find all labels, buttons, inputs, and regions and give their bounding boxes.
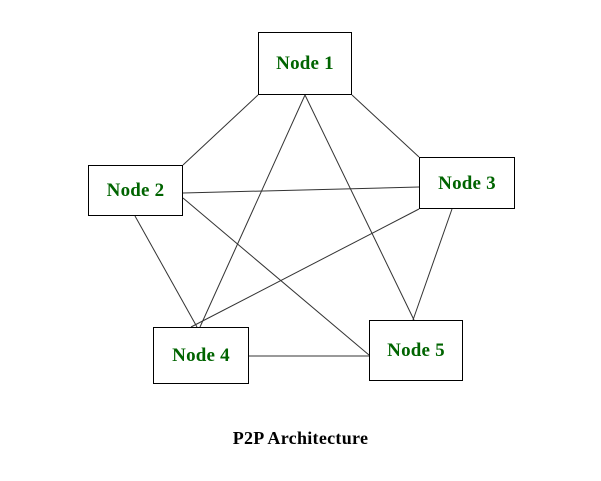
node-label: Node 1 — [276, 53, 334, 74]
edge-node-3-node-5 — [412, 208, 453, 321]
edge-node-2-node-5 — [182, 197, 370, 356]
node-box-node-5[interactable]: Node 5 — [369, 320, 463, 381]
node-label: Node 2 — [106, 180, 165, 201]
edge-node-2-node-4 — [134, 215, 198, 328]
edge-node-1-node-2 — [182, 94, 259, 166]
node-label: Node 4 — [172, 345, 230, 366]
node-box-node-1[interactable]: Node 1 — [258, 32, 352, 95]
edge-node-1-node-3 — [351, 94, 420, 158]
edge-node-2-node-3 — [182, 186, 420, 194]
edge-node-1-node-4 — [199, 94, 306, 328]
diagram-caption: P2P Architecture — [232, 428, 369, 448]
node-box-node-3[interactable]: Node 3 — [419, 157, 515, 209]
node-box-node-2[interactable]: Node 2 — [88, 165, 183, 216]
node-box-node-4[interactable]: Node 4 — [153, 327, 249, 384]
edge-node-3-node-4 — [190, 208, 420, 328]
node-label: Node 3 — [438, 172, 496, 194]
edge-node-1-node-5 — [304, 94, 415, 321]
node-label: Node 5 — [387, 340, 445, 361]
